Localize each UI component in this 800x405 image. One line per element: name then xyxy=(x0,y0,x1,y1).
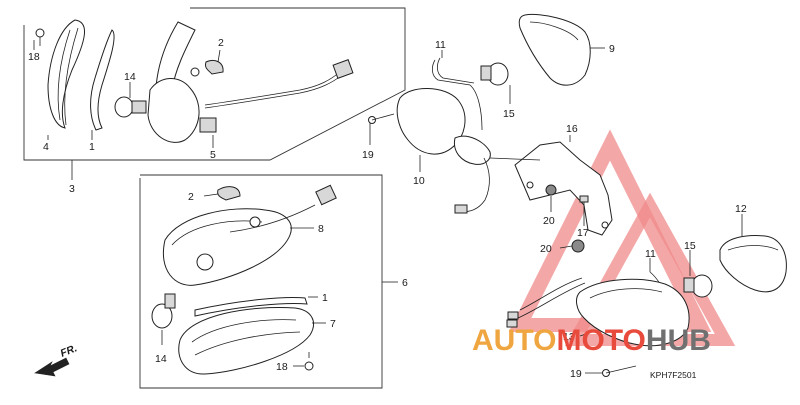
callout-18-lower: 18 xyxy=(276,361,288,373)
callout-labels: 18 4 1 14 2 5 3 2 8 6 1 7 14 18 11 9 15 … xyxy=(28,37,747,380)
wire-harness-top xyxy=(204,59,354,109)
callout-6: 6 xyxy=(402,277,408,289)
callout-9: 9 xyxy=(609,43,615,55)
wire-harness-lower xyxy=(229,184,337,233)
gasket-1-lower xyxy=(194,297,308,317)
housing-13 xyxy=(576,278,690,347)
housing-10 xyxy=(396,88,491,214)
gasket-1-top xyxy=(90,29,115,131)
callout-17: 17 xyxy=(577,227,589,239)
screw-19-top xyxy=(368,113,395,124)
callout-15-lower: 15 xyxy=(684,240,696,252)
callout-8: 8 xyxy=(318,223,324,235)
callout-7: 7 xyxy=(330,318,336,330)
watermark-moto: MOTO xyxy=(556,324,645,357)
callout-14-lower: 14 xyxy=(155,353,167,365)
watermark-hub: HUB xyxy=(646,324,711,357)
screw-18-top xyxy=(35,28,45,46)
callout-14-top: 14 xyxy=(124,71,136,83)
cover-12 xyxy=(719,235,787,293)
lens-7 xyxy=(178,307,314,375)
direction-label: FR. xyxy=(59,342,79,359)
housing-5 xyxy=(147,21,217,143)
callout-11-lower: 11 xyxy=(645,248,656,260)
callout-5: 5 xyxy=(210,149,216,161)
bulb-15-lower xyxy=(683,274,713,298)
group-6-outline xyxy=(139,174,383,389)
rubber-2-lower xyxy=(217,186,241,201)
bolt-17 xyxy=(579,195,589,222)
screw-18-lower xyxy=(304,352,314,371)
watermark-text: AUTOMOTOHUB xyxy=(472,324,711,357)
callout-2-top: 2 xyxy=(218,37,224,49)
group-3-outline xyxy=(23,7,406,161)
front-direction-arrow: FR. xyxy=(34,342,79,377)
diagram-code: KPH7F2501 xyxy=(650,370,697,380)
callout-1-lower: 1 xyxy=(322,292,328,304)
callout-13: 13 xyxy=(563,331,575,343)
lens-4 xyxy=(47,19,86,129)
wire-11-top xyxy=(431,57,483,131)
callout-11-top: 11 xyxy=(435,39,446,51)
nut-20-top xyxy=(545,184,557,196)
bulb-14-top xyxy=(114,96,147,118)
callout-15-top: 15 xyxy=(503,108,515,120)
housing-8 xyxy=(163,208,292,286)
callout-3: 3 xyxy=(69,183,75,195)
callout-18-top: 18 xyxy=(28,51,40,63)
callout-10: 10 xyxy=(413,175,425,187)
bulb-14-lower xyxy=(151,293,176,329)
watermark-auto: AUTO xyxy=(472,324,556,357)
callout-19-top: 19 xyxy=(362,149,374,161)
rubber-2-top xyxy=(205,59,224,75)
bulb-15-top xyxy=(480,62,509,86)
callout-4: 4 xyxy=(43,141,49,153)
callout-20-lower: 20 xyxy=(540,243,552,255)
screw-19-lower xyxy=(602,365,637,377)
callout-16: 16 xyxy=(566,123,578,135)
callout-1-top: 1 xyxy=(89,141,95,153)
nut-20-lower xyxy=(571,239,585,253)
callout-19-lower: 19 xyxy=(570,368,582,380)
callout-20-top: 20 xyxy=(543,215,555,227)
callout-2-lower: 2 xyxy=(188,191,194,203)
callout-12: 12 xyxy=(735,203,747,215)
cover-9 xyxy=(518,13,591,86)
